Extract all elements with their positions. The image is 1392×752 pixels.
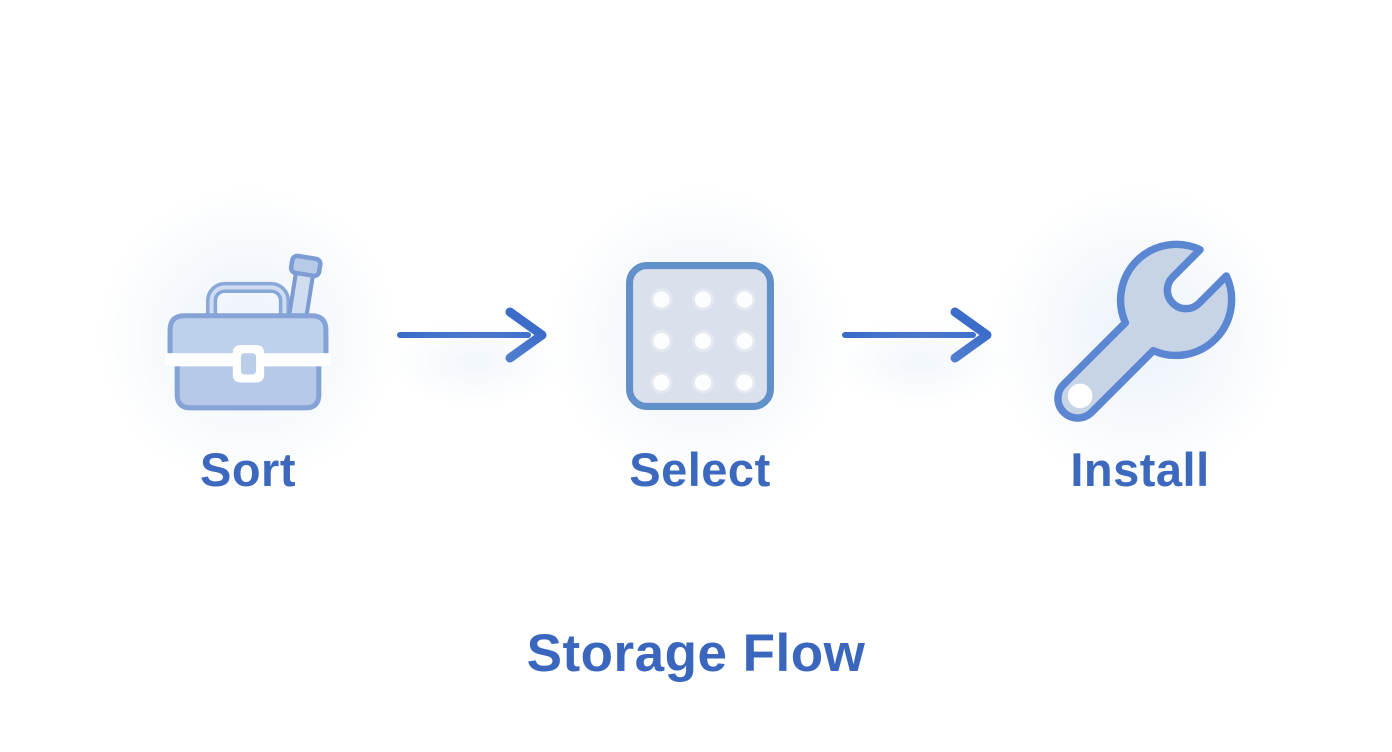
right-arrow-icon <box>397 307 547 363</box>
right-arrow-icon <box>842 307 992 363</box>
flow-step-install: Install <box>985 186 1295 510</box>
step-label-install: Install <box>1070 443 1210 496</box>
step-label-select: Select <box>629 443 771 496</box>
toolbox-icon <box>133 240 363 432</box>
flow-arrow-1 <box>386 302 566 407</box>
flow-step-select: Select <box>545 186 855 510</box>
step-label-sort: Sort <box>200 443 296 496</box>
peg-panel-icon <box>585 240 815 432</box>
diagram-title: Storage Flow <box>526 624 866 683</box>
flow-arrow-2 <box>831 302 1011 407</box>
flow-step-sort: Sort <box>93 186 403 510</box>
wrench-icon <box>1025 240 1255 432</box>
